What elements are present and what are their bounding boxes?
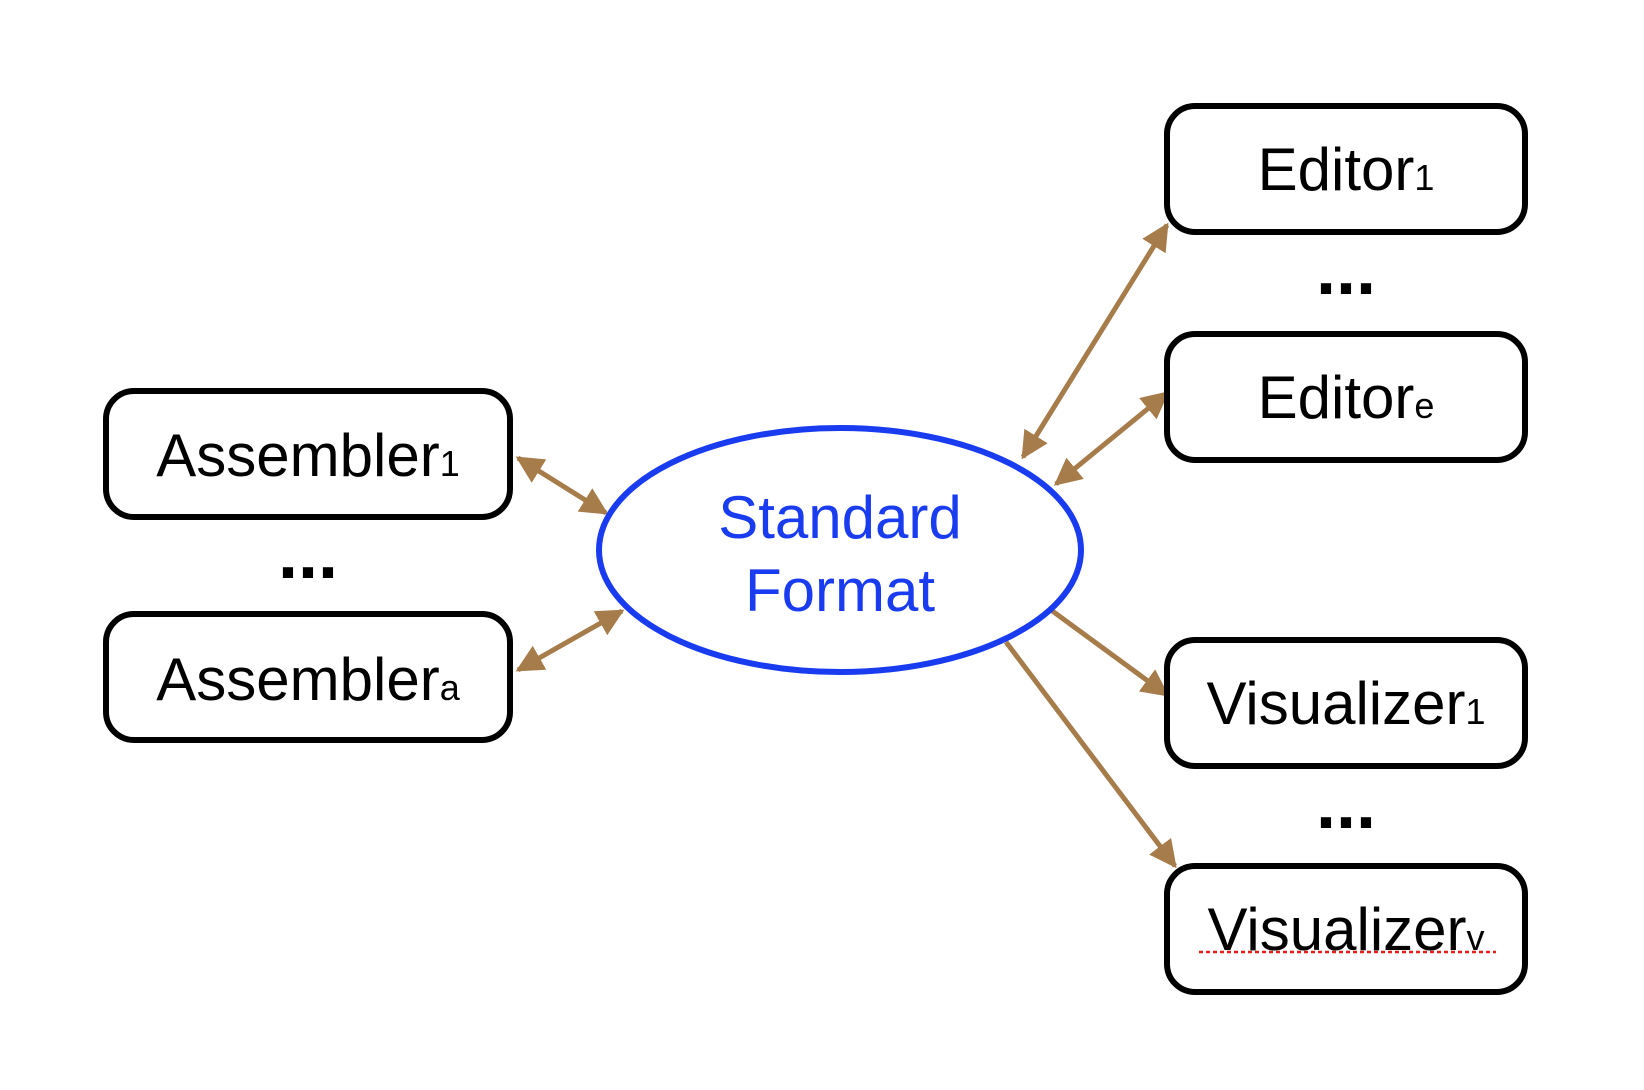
assembler-a-node: Assemblera xyxy=(103,611,513,743)
editor-1-label: Editor1 xyxy=(1258,136,1435,203)
visualizer-v-label: Visualizerv xyxy=(1207,896,1484,963)
standard-format-label-line2: Format xyxy=(745,557,935,624)
visualizer-1-box xyxy=(1164,637,1528,769)
standard-format-label-line1: Standard xyxy=(718,484,962,551)
editor-e-label: Editore xyxy=(1258,364,1435,431)
editor-1-node: Editor1 xyxy=(1164,103,1528,235)
visualizer-1-label: Visualizer1 xyxy=(1206,670,1485,737)
edge-assembler-1-standard-format xyxy=(515,455,609,516)
visualizer-v-node: Visualizerv xyxy=(1164,863,1528,995)
assembler-1-node: Assembler1 xyxy=(103,388,513,520)
assembler-a-box xyxy=(103,611,513,743)
standard-format-ellipse xyxy=(596,425,1084,675)
assembler-1-label: Assembler1 xyxy=(156,422,459,489)
edge-standard-format-visualizer-v xyxy=(1004,640,1177,869)
edge-editor-1-standard-format xyxy=(1020,222,1170,460)
edges xyxy=(515,222,1177,869)
edge-editor-e-standard-format xyxy=(1053,391,1170,486)
assembler-a-label: Assemblera xyxy=(156,646,460,713)
visualizer-1-node: Visualizer1 xyxy=(1164,637,1528,769)
visualizer-v-box xyxy=(1164,863,1528,995)
editor-e-node: Editore xyxy=(1164,331,1528,463)
editor-e-box xyxy=(1164,331,1528,463)
edge-standard-format-visualizer-1 xyxy=(1049,607,1170,698)
visualizer-ellipsis: ... xyxy=(1316,764,1376,844)
assembler-ellipsis: ... xyxy=(278,514,338,594)
editor-ellipsis: ... xyxy=(1316,230,1376,310)
edge-assembler-a-standard-format xyxy=(515,608,625,673)
standard-format-node: Standard Format xyxy=(596,425,1084,675)
assembler-1-box xyxy=(103,388,513,520)
editor-1-box xyxy=(1164,103,1528,235)
